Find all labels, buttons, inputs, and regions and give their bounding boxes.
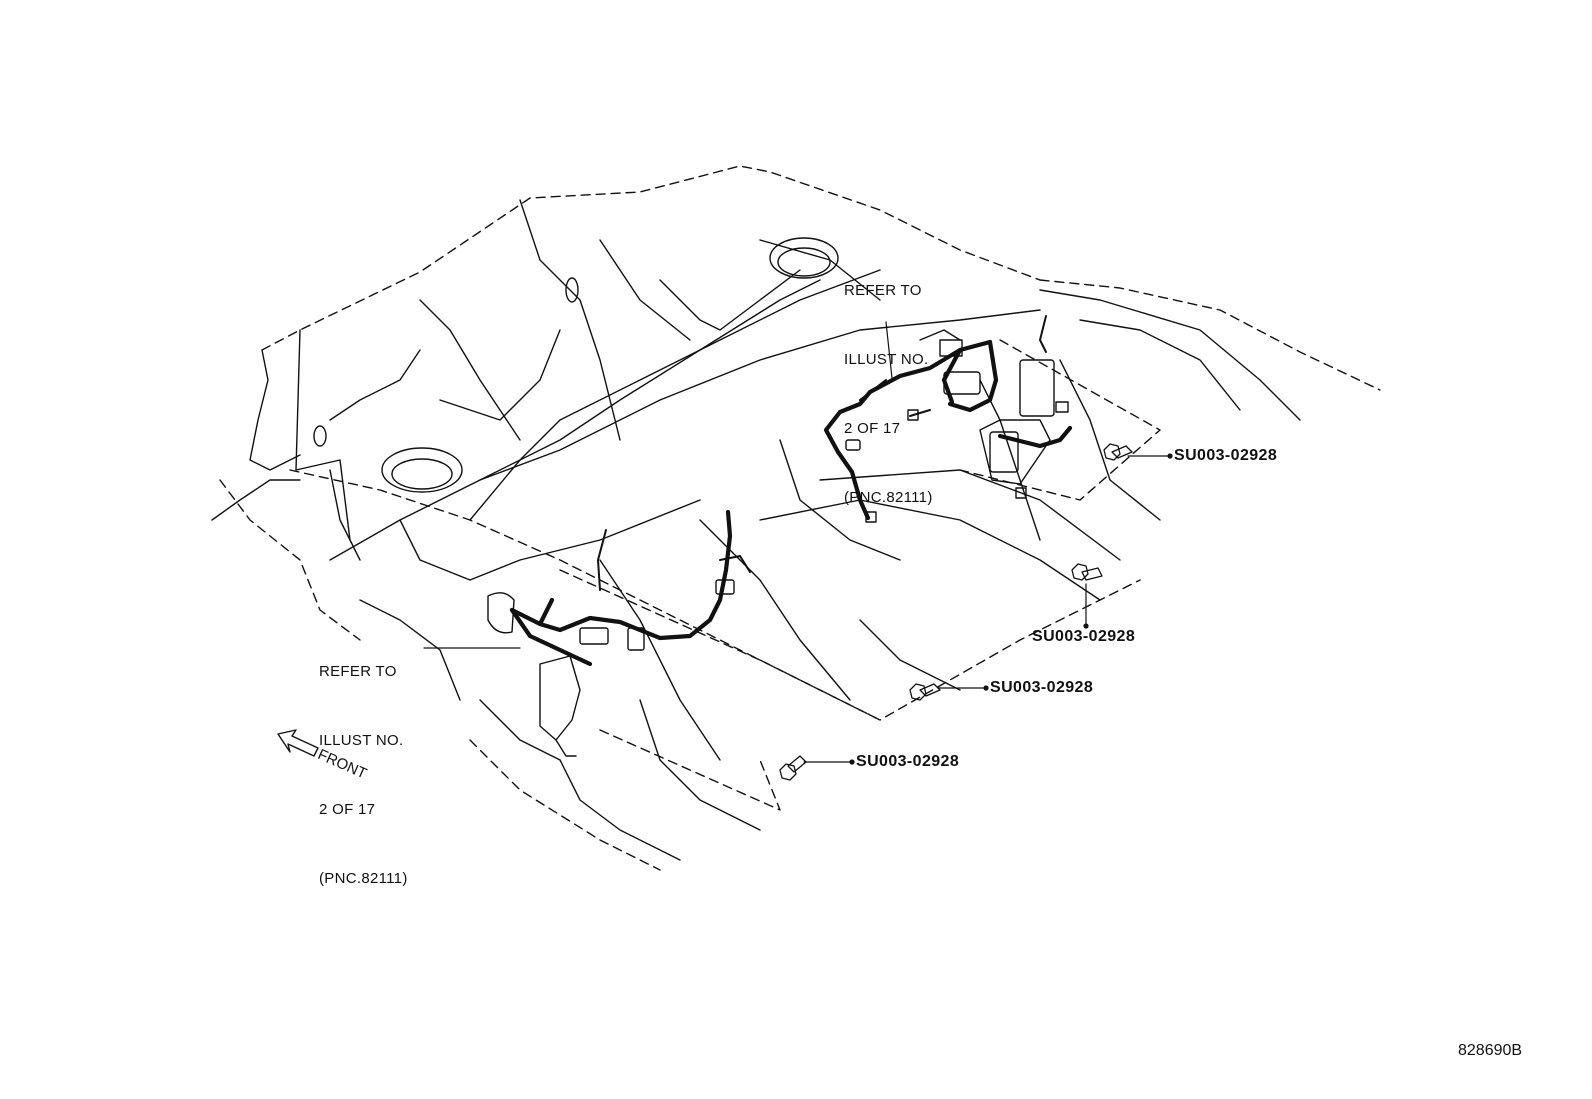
illustration-id: 828690B	[1458, 1042, 1523, 1059]
callout-upper-line-2: ILLUST NO.	[844, 351, 929, 368]
callout-upper-line-3: 2 OF 17	[844, 420, 901, 437]
callout-lower-line-2: ILLUST NO.	[319, 732, 404, 749]
callout-upper-line-4: (PNC.82111)	[844, 489, 933, 506]
bolt-icon	[779, 443, 1133, 781]
callout-lower-line-3: 2 OF 17	[319, 801, 376, 818]
bolt-dots	[849, 453, 1173, 765]
leader-lines	[423, 321, 1171, 763]
part-number-1[interactable]: SU003-02928	[1174, 447, 1278, 464]
part-number-2[interactable]: SU003-02928	[1032, 628, 1136, 645]
front-arrow-icon	[277, 729, 319, 757]
wire-branches	[597, 315, 1047, 591]
part-number-4[interactable]: SU003-02928	[856, 753, 960, 770]
part-number-3[interactable]: SU003-02928	[990, 679, 1094, 696]
wire-harness	[509, 339, 1073, 667]
callout-lower-line-4: (PNC.82111)	[319, 870, 408, 887]
callout-upper: REFER TO ILLUST NO. 2 OF 17 (PNC.82111)	[844, 233, 933, 555]
body-holes	[313, 237, 839, 493]
callout-lower-line-1: REFER TO	[319, 663, 397, 680]
callout-lower: REFER TO ILLUST NO. 2 OF 17 (PNC.82111)	[319, 614, 408, 936]
body-outline	[219, 165, 1381, 871]
callout-upper-line-1: REFER TO	[844, 282, 922, 299]
components	[487, 329, 1069, 757]
